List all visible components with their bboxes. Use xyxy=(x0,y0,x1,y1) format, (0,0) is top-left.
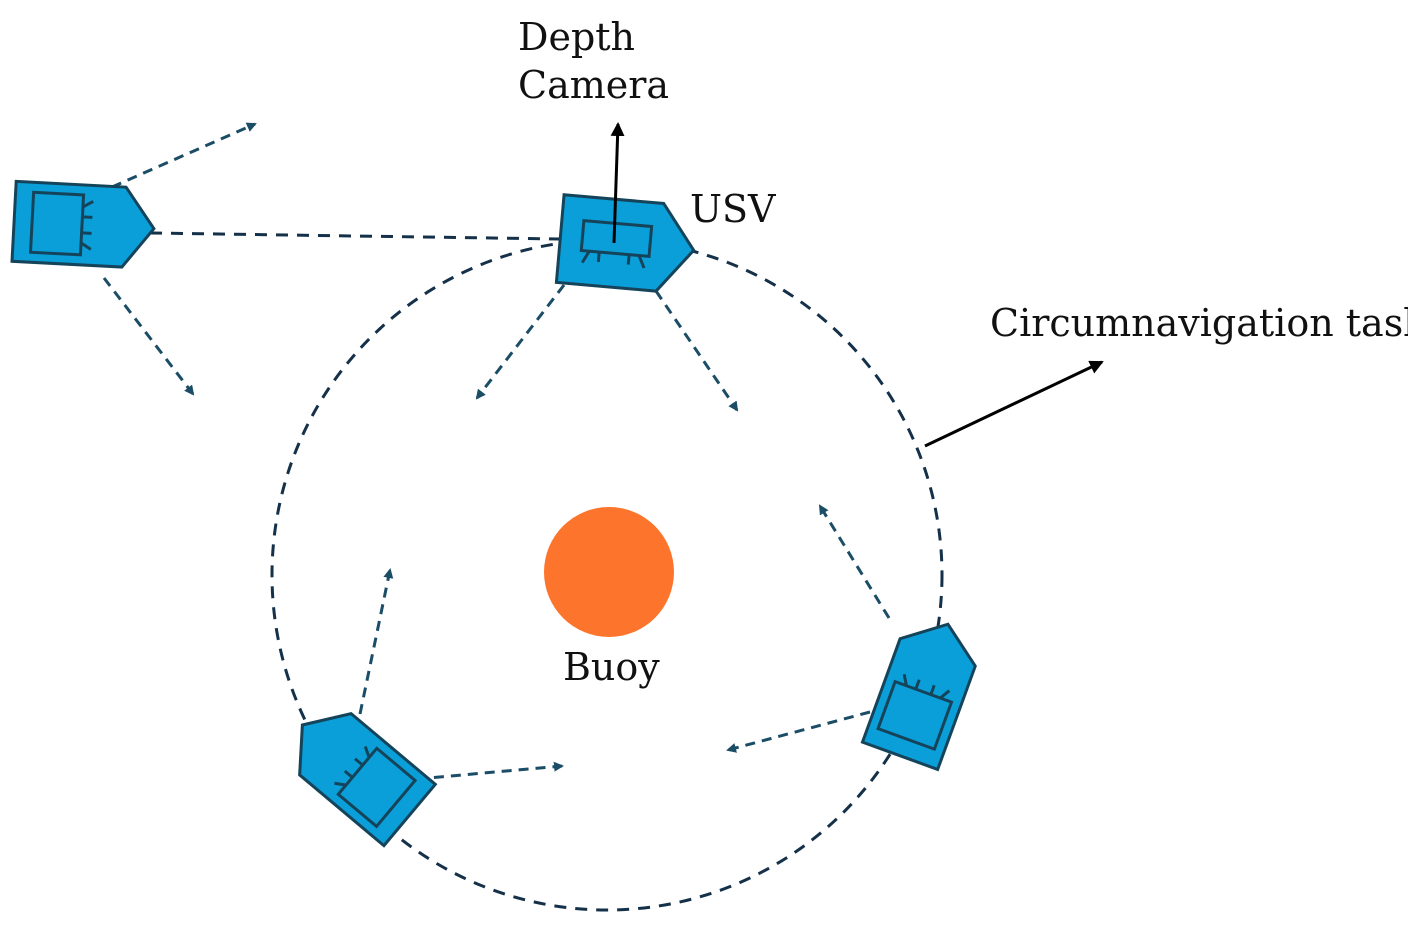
motion-arrow xyxy=(818,504,891,619)
approach-path xyxy=(149,231,561,241)
motion-arrows xyxy=(102,122,891,781)
usv-boat-bottom-left xyxy=(275,692,437,848)
buoy-marker xyxy=(544,507,674,637)
depth-camera-label-line1: Depth xyxy=(518,15,636,59)
motion-arrow xyxy=(654,290,739,412)
buoy-label: Buoy xyxy=(563,645,660,689)
usv-boat-top xyxy=(554,193,696,293)
usv-label: USV xyxy=(690,187,776,231)
depth-camera-label-line2: Camera xyxy=(518,62,670,107)
motion-arrow xyxy=(358,568,394,715)
depth-camera-arrow xyxy=(610,122,625,244)
motion-arrow xyxy=(475,284,566,400)
motion-arrow xyxy=(102,277,195,396)
motion-arrow xyxy=(111,122,257,189)
circumnavigation-task-label: Circumnavigation task xyxy=(990,301,1408,345)
motion-arrow xyxy=(726,710,871,753)
circumnavigation-arrow xyxy=(924,360,1104,448)
usv-boat-right xyxy=(860,609,988,771)
usv-boat-top-left xyxy=(10,179,158,271)
motion-arrow xyxy=(416,761,564,781)
depth-camera-label: Depth Camera xyxy=(518,14,669,109)
